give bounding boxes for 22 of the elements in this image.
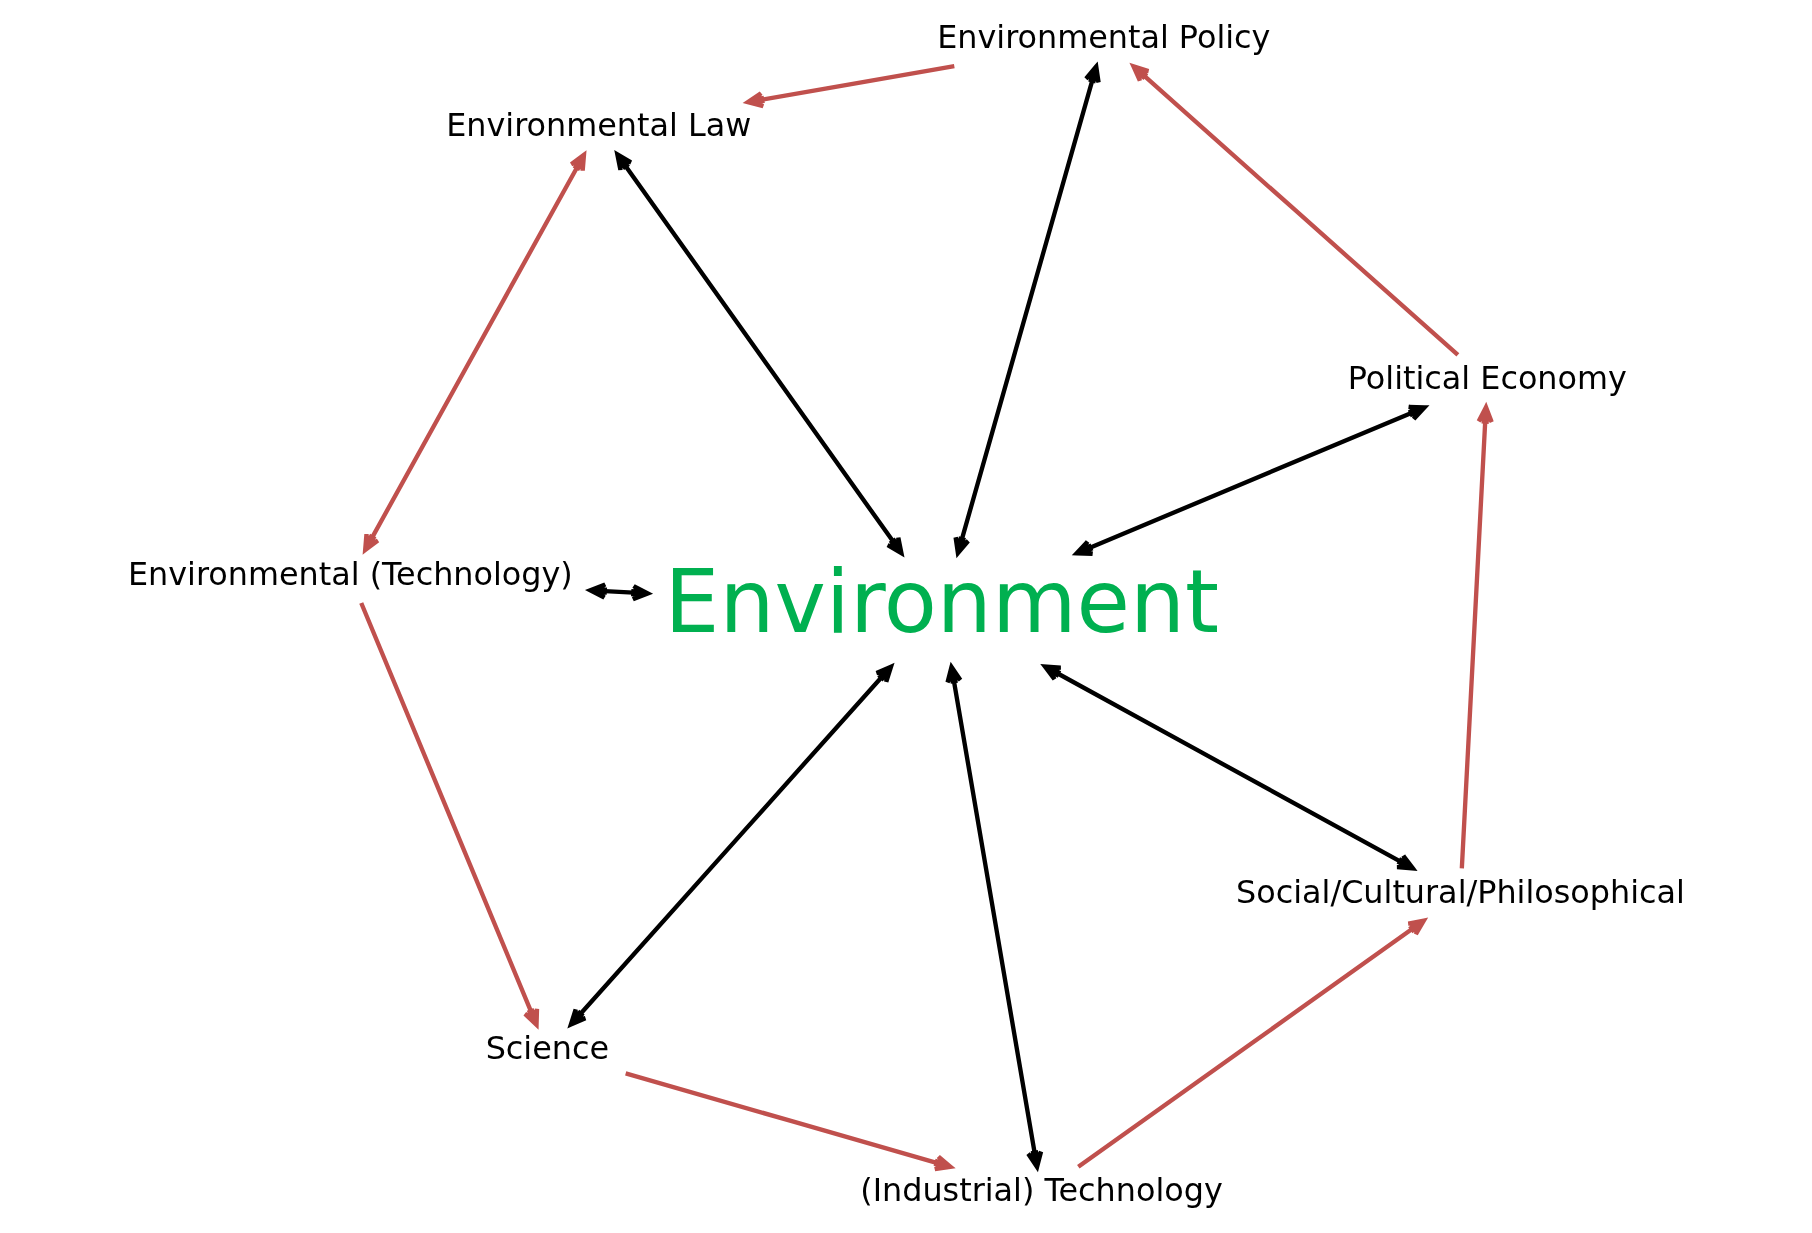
arrow [1074, 404, 1427, 556]
arrow [568, 664, 893, 1027]
node-text: Social/Cultural/Philosophical [1235, 872, 1685, 911]
arrow [1459, 404, 1494, 869]
node-text: Political Economy [1347, 359, 1627, 398]
arrow [952, 64, 1101, 556]
arrow [944, 664, 1043, 1170]
node-text: Environmental (Technology) [127, 554, 573, 593]
arrow [1042, 664, 1415, 871]
arrow [587, 582, 650, 602]
node-text: Environment [664, 550, 1219, 652]
arrow [614, 152, 904, 556]
arrow [1130, 64, 1459, 357]
node-text: Environmental Policy [936, 18, 1270, 57]
arrow [624, 1071, 953, 1172]
node-text: (Industrial) Technology [859, 1171, 1223, 1210]
node-text: Environmental Law [445, 106, 751, 145]
arrow [358, 602, 539, 1027]
node-text: Science [485, 1028, 609, 1067]
arrow [1076, 918, 1426, 1169]
arrow [745, 63, 955, 109]
arrow [362, 152, 586, 553]
